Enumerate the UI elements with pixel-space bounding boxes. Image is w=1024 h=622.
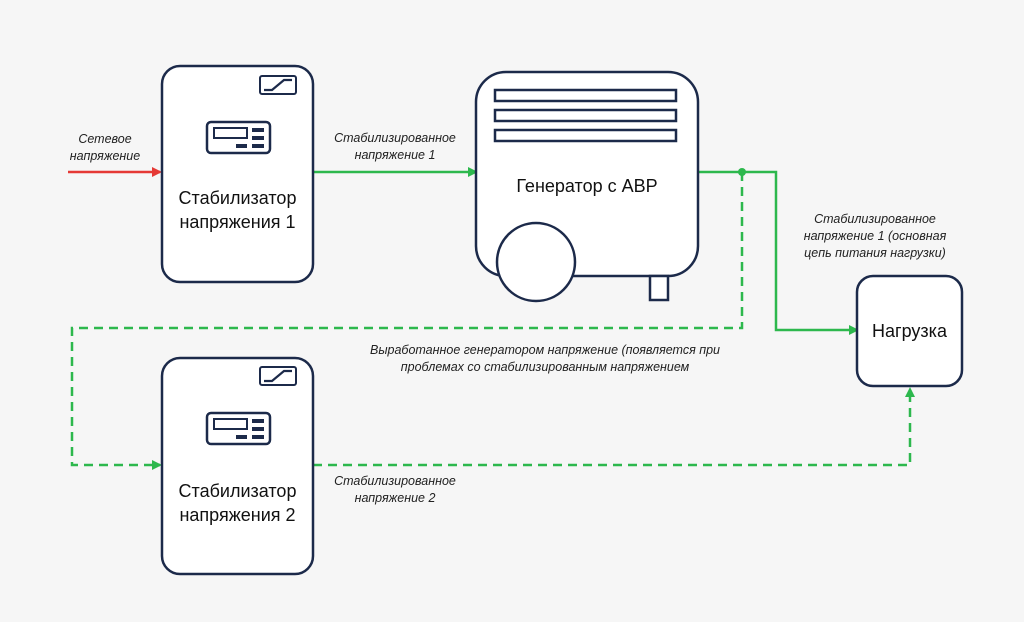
generator-to-stab2-label-line2: проблемах со стабилизированным напряжени…: [400, 360, 690, 374]
generator-to-load-label-line2: напряжение 1 (основная: [803, 229, 947, 243]
mains-input-label-line2: напряжение: [69, 149, 141, 163]
stabilizer-1-node: [160, 64, 315, 284]
stab1-to-generator-label-line1: Стабилизированное: [334, 131, 456, 145]
stabilizer-2-label-line1: Стабилизатор: [178, 481, 297, 501]
stabilizer-2-label-line2: напряжения 2: [179, 505, 296, 525]
stabilizer-2-label: Стабилизатор напряжения 2: [162, 479, 313, 527]
mains-input-label-line1: Сетевое: [78, 132, 132, 146]
generator-to-load-arrow: [697, 170, 859, 335]
stab2-to-load-label-line1: Стабилизированное: [334, 474, 456, 488]
stabilizer-brand-icon: [259, 366, 297, 386]
generator-label: Генератор с АВР: [476, 174, 698, 198]
stabilizer-1-label-line1: Стабилизатор: [178, 188, 297, 208]
generator-wheel-icon: [495, 221, 577, 303]
load-label-text: Нагрузка: [872, 321, 947, 341]
generator-to-stab2-label-line1: Выработанное генератором напряжение (поя…: [369, 343, 721, 357]
generator-to-stab2-label: Выработанное генератором напряжение (поя…: [330, 342, 760, 376]
stab1-to-generator-label-line2: напряжение 1: [354, 148, 436, 162]
stab2-to-load-dashed-arrow: [313, 387, 915, 467]
stabilizer-display-icon: [205, 411, 272, 446]
generator-to-load-label-line1: Стабилизированное: [814, 212, 936, 226]
stabilizer-2-node: [160, 356, 315, 576]
mains-input-label: Сетевое напряжение: [60, 131, 150, 165]
stab1-to-generator-label: Стабилизированное напряжение 1: [316, 130, 474, 164]
stabilizer-brand-icon: [259, 75, 297, 95]
stab2-to-load-label-line2: напряжение 2: [354, 491, 436, 505]
generator-to-load-label: Стабилизированное напряжение 1 (основная…: [790, 211, 960, 262]
load-label: Нагрузка: [857, 319, 962, 343]
generator-vent-icon: [493, 88, 678, 143]
generator-to-load-label-line3: цепь питания нагрузки): [804, 246, 946, 260]
generator-node: [474, 70, 700, 303]
stabilizer-display-icon: [205, 120, 272, 155]
stabilizer-1-label: Стабилизатор напряжения 1: [162, 186, 313, 234]
generator-to-stab2-dashed-arrow: [70, 172, 744, 470]
stab2-to-load-label: Стабилизированное напряжение 2: [316, 473, 474, 507]
load-node: [855, 274, 964, 388]
generator-leg-icon: [648, 274, 670, 302]
generator-label-text: Генератор с АВР: [516, 176, 658, 196]
stabilizer-1-label-line2: напряжения 1: [179, 212, 296, 232]
